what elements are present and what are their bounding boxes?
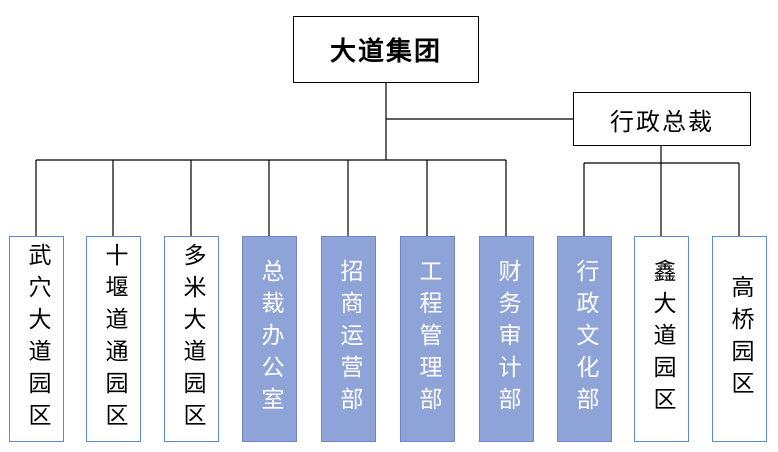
root-node-label: 大道集团 — [329, 37, 442, 67]
department-node-9: 鑫大道园区 — [634, 236, 689, 442]
department-node-10: 高桥园区 — [712, 236, 767, 442]
department-node-7: 财务审计部 — [479, 236, 534, 442]
department-node-3: 多米大道园区 — [164, 236, 219, 442]
department-node-4: 总裁办公室 — [242, 236, 297, 442]
department-node-8: 行政文化部 — [557, 236, 612, 442]
executive-node-label: 行政总裁 — [610, 107, 714, 136]
department-node-2: 十堰道通园区 — [86, 236, 141, 442]
department-node-6: 工程管理部 — [400, 236, 455, 442]
department-node-1: 武穴大道园区 — [9, 236, 64, 442]
executive-node: 行政总裁 — [573, 92, 751, 146]
root-node: 大道集团 — [293, 16, 479, 83]
department-node-5: 招商运营部 — [321, 236, 376, 442]
